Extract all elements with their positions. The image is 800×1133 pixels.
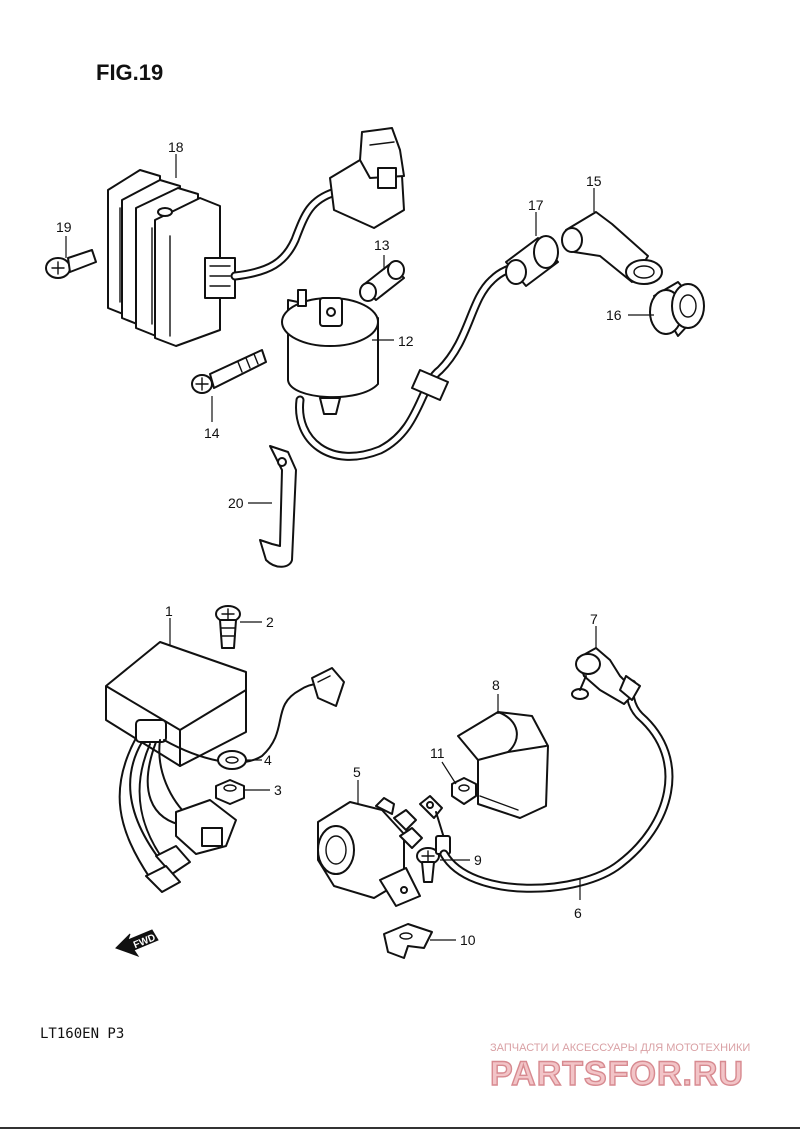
part-13-spacer [359, 260, 405, 302]
part-11-nut [451, 777, 477, 805]
callout-1: 1 [165, 603, 173, 619]
part-2-screw [215, 605, 241, 649]
part-8-terminal-cover [457, 711, 549, 819]
fwd-arrow-icon: FWD [115, 929, 159, 957]
callout-15: 15 [586, 173, 602, 189]
callout-18: 18 [168, 139, 184, 155]
watermark-brand: PARTSFOR.RU [490, 1055, 744, 1093]
part-14-bolt [191, 349, 267, 394]
part-12-ignition-coil [281, 289, 379, 415]
callout-9: 9 [474, 852, 482, 868]
callout-12: 12 [398, 333, 414, 349]
callout-17: 17 [528, 197, 544, 213]
part-19-bolt [45, 249, 97, 279]
cdi-terminal-b [145, 865, 181, 893]
callout-20: 20 [228, 495, 244, 511]
callout-4: 4 [264, 752, 272, 768]
cdi-wire-terminal [311, 667, 345, 707]
part-1-cdi-unit [105, 641, 247, 767]
part-20-clamp [259, 445, 297, 568]
callout-7: 7 [590, 611, 598, 627]
cdi-connector [175, 799, 237, 855]
callout-11: 11 [430, 745, 445, 761]
callout-6: 6 [574, 905, 582, 921]
part-6-starter-cable [419, 679, 674, 893]
callout-13: 13 [374, 237, 390, 253]
part-16-cap-seal [649, 281, 705, 337]
callouts: 18 19 13 12 14 17 15 16 20 1 2 4 3 5 11 … [56, 139, 654, 948]
part-10-bracket [383, 923, 433, 959]
callout-19: 19 [56, 219, 72, 235]
fwd-label: FWD [132, 932, 157, 951]
part-9-screw [416, 847, 440, 883]
model-code: LT160EN P3 [40, 1026, 124, 1042]
callout-5: 5 [353, 764, 361, 780]
callout-8: 8 [492, 677, 500, 693]
callout-16: 16 [606, 307, 622, 323]
callout-10: 10 [460, 932, 476, 948]
part-3-nut [215, 779, 245, 805]
part-7-terminal-boot [571, 647, 641, 705]
part-18-regulator-rectifier [107, 169, 236, 347]
figure-title: FIG.19 [96, 60, 163, 85]
part-17-grommet [505, 235, 559, 287]
watermark-tagline: ЗАПЧАСТИ И АКСЕССУАРЫ ДЛЯ МОТОТЕХНИКИ [490, 1042, 750, 1054]
part-5-starter-relay [317, 797, 423, 907]
part-4-washer [217, 750, 247, 770]
callout-2: 2 [266, 614, 274, 630]
part-15-spark-plug-cap [561, 211, 663, 285]
harness-connector-18 [329, 127, 405, 229]
callout-3: 3 [274, 782, 282, 798]
callout-14: 14 [204, 425, 220, 441]
